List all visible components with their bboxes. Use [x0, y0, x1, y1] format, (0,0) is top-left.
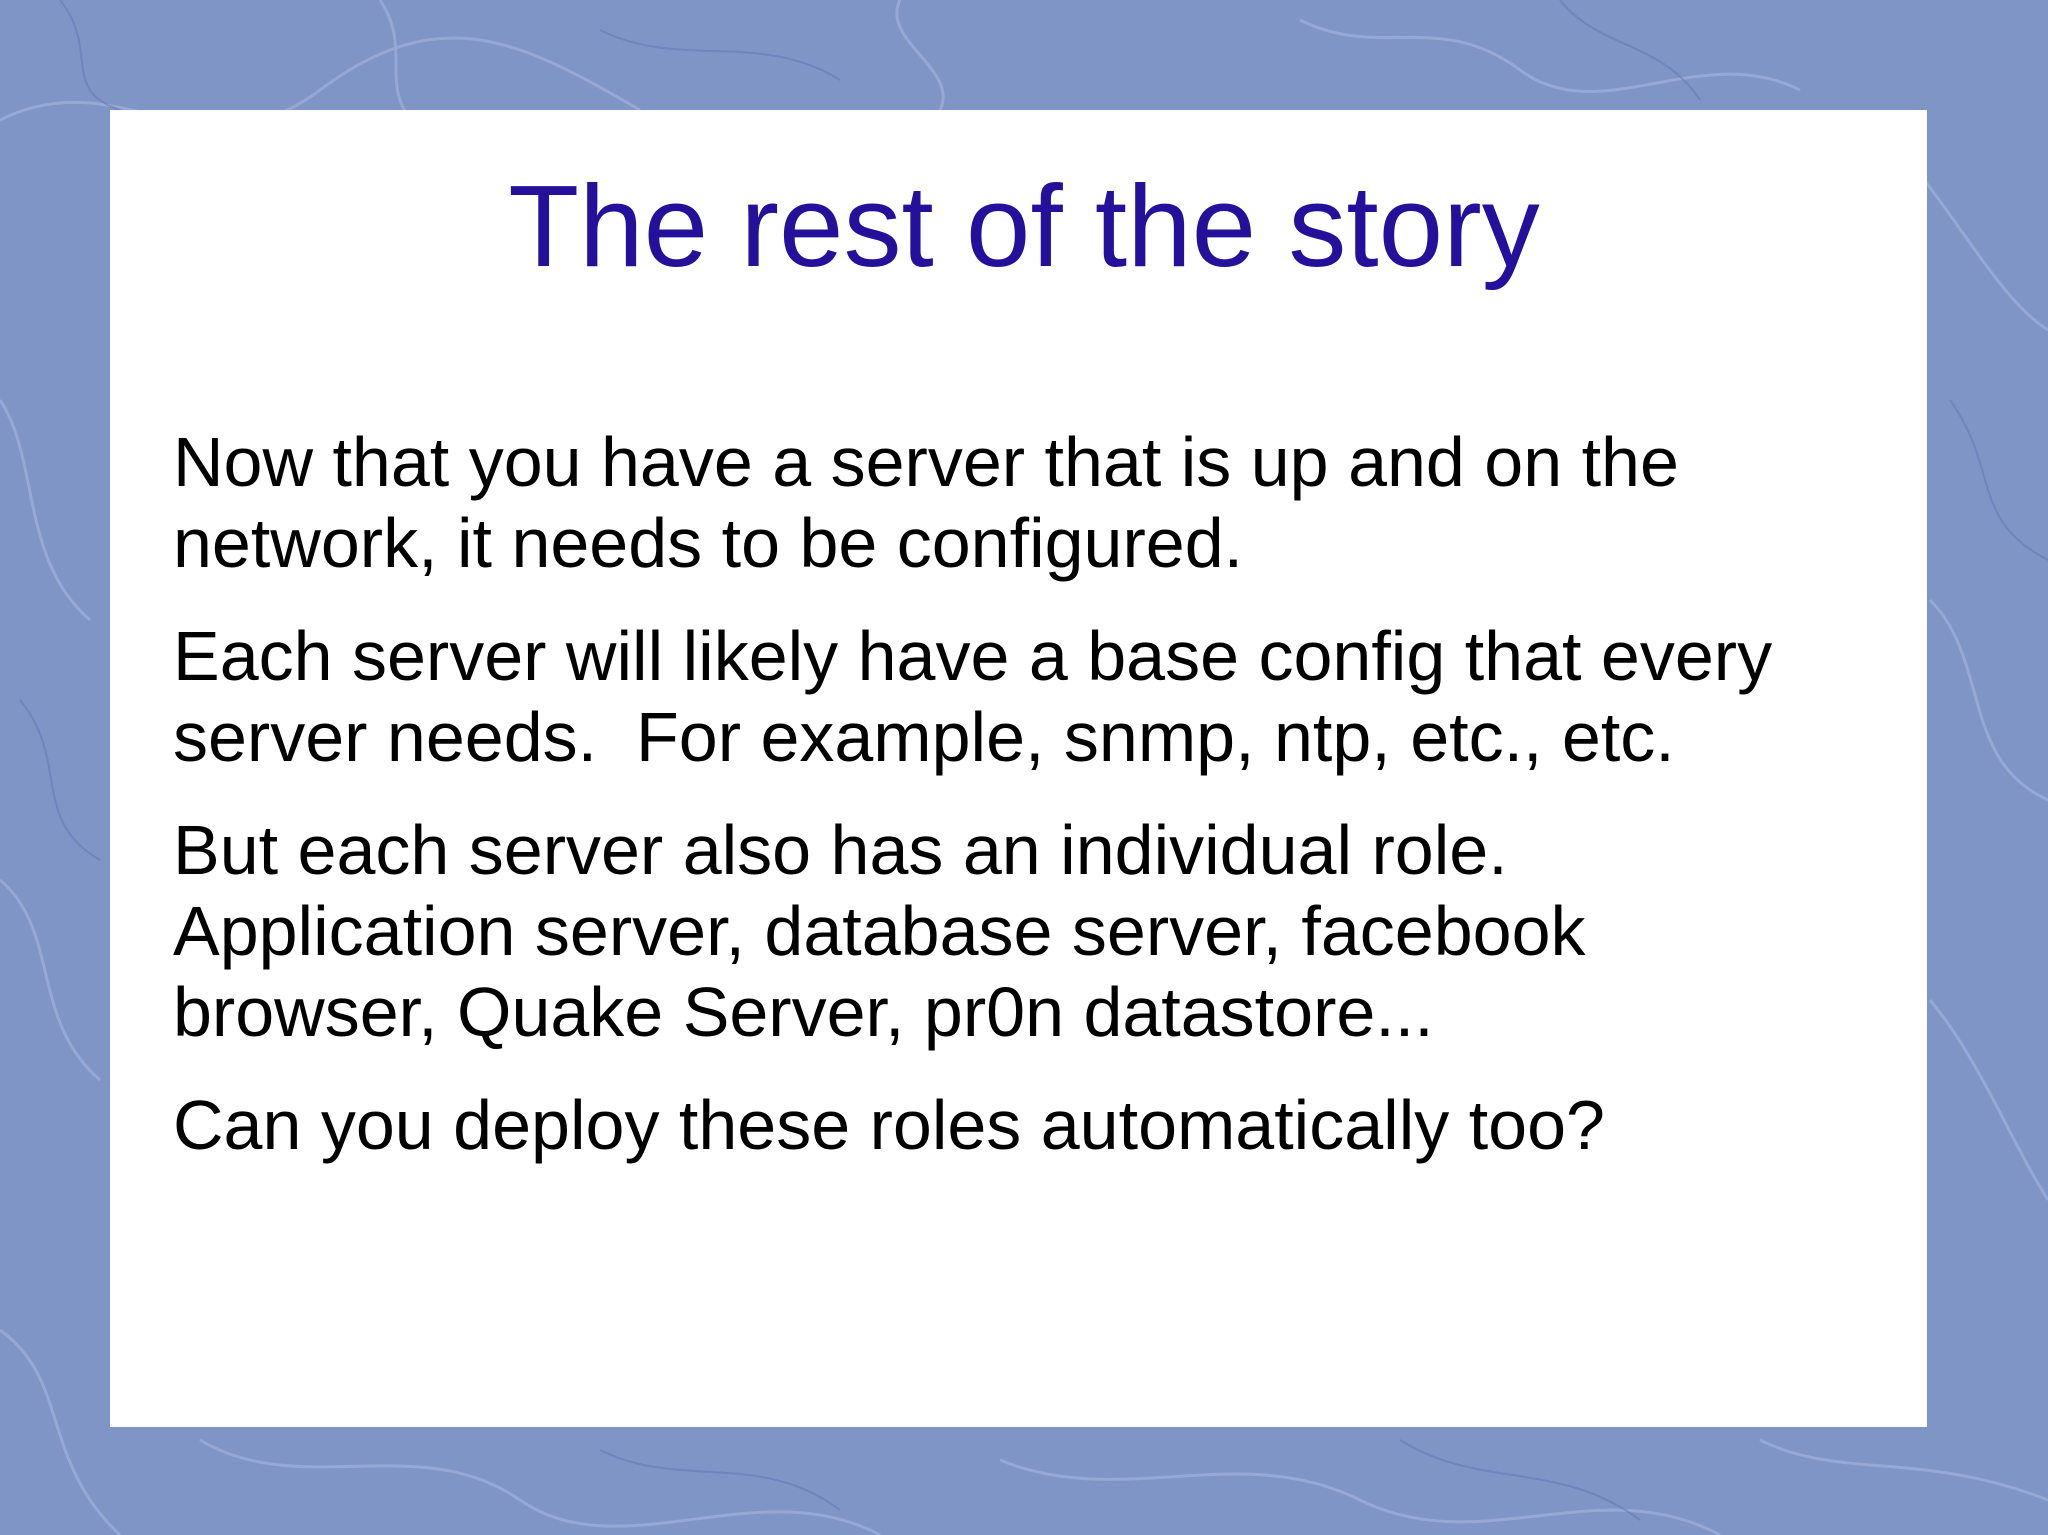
bullet-line: Application server, database server, fac… — [173, 892, 1586, 970]
bullet-line: Each server will likely have a base conf… — [173, 617, 1773, 695]
bullet-line: But each server also has an individual r… — [173, 811, 1508, 889]
bullet-item: Can you deploy these roles automatically… — [173, 1085, 1873, 1166]
bullet-line: browser, Quake Server, pr0n datastore... — [173, 973, 1434, 1051]
bullet-list: Now that you have a server that is up an… — [173, 422, 1873, 1198]
bullet-item: Each server will likely have a base conf… — [173, 616, 1873, 778]
slide-panel — [110, 110, 1927, 1427]
bullet-item: Now that you have a server that is up an… — [173, 422, 1873, 584]
bullet-line: Now that you have a server that is up an… — [173, 423, 1679, 501]
slide-title: The rest of the story — [508, 161, 1540, 291]
bullet-item: But each server also has an individual r… — [173, 810, 1873, 1053]
bullet-line: network, it needs to be configured. — [173, 504, 1244, 582]
bullet-line: server needs. For example, snmp, ntp, et… — [173, 698, 1675, 776]
bullet-line: Can you deploy these roles automatically… — [173, 1086, 1605, 1164]
